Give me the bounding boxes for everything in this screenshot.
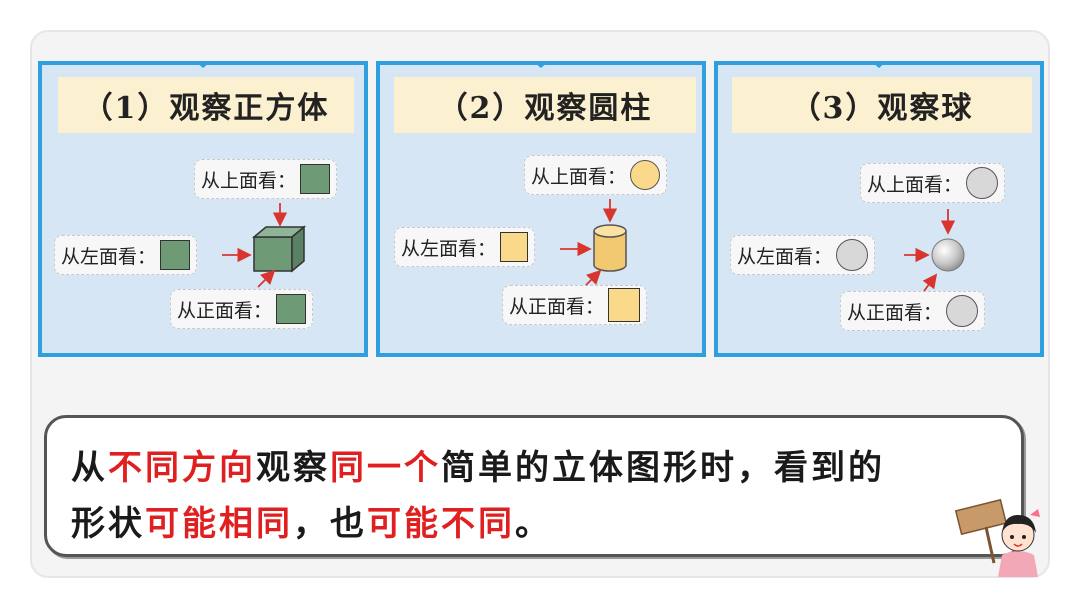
summary-text: 观察 xyxy=(256,448,330,488)
panel-cube: （1）观察正方体 从上面看： 从左面看： 从正面看： xyxy=(38,61,368,357)
view-from-top: 从上面看： xyxy=(194,159,338,199)
view-from-top: 从上面看： xyxy=(860,163,1006,203)
cylinder-diagram xyxy=(560,199,627,286)
cube-diagram xyxy=(222,203,307,288)
view-label: 从正面看： xyxy=(177,299,273,322)
view-from-top: 从上面看： xyxy=(524,155,668,195)
sphere-icon xyxy=(931,238,965,272)
arrow-from-front xyxy=(257,269,276,288)
summary-text: 形状 xyxy=(71,504,145,544)
circle-view-icon xyxy=(946,295,979,327)
rectangle-view-icon xyxy=(608,288,641,322)
panel-title: （2）观察圆柱 xyxy=(394,77,696,133)
circle-view-icon xyxy=(836,239,869,271)
highlight-text: 可能相同 xyxy=(145,504,293,544)
highlight-text: 可能不同 xyxy=(367,504,515,544)
sphere-diagram xyxy=(904,209,965,292)
square-view-icon xyxy=(300,164,331,194)
arrow-from-front xyxy=(922,273,938,292)
circle-view-icon xyxy=(966,167,999,199)
summary-line-1: 从不同方向观察同一个简单的立体图形时，看到的 xyxy=(71,440,885,489)
square-view-icon xyxy=(160,240,191,270)
view-from-front: 从正面看： xyxy=(170,289,314,329)
view-from-left: 从左面看： xyxy=(54,235,198,275)
girl-mascot-icon xyxy=(954,498,1040,577)
view-label: 从上面看： xyxy=(201,169,297,192)
summary-text: 简单的立体图形时，看到的 xyxy=(441,448,885,488)
panel-notch xyxy=(195,61,211,68)
cube-icon xyxy=(251,225,307,273)
highlight-text: 不同方向 xyxy=(108,448,256,488)
summary-text: ，也 xyxy=(293,504,367,544)
panel-sphere: （3）观察球 从上面看： 从左面看： 从正面看： xyxy=(714,61,1044,357)
highlight-text: 同一个 xyxy=(330,448,441,488)
view-from-front: 从正面看： xyxy=(840,291,986,331)
panel-notch xyxy=(533,61,549,68)
view-label: 从左面看： xyxy=(61,245,157,268)
view-label: 从上面看： xyxy=(531,165,627,188)
square-view-icon xyxy=(276,294,307,324)
cylinder-icon xyxy=(593,224,627,272)
view-from-front: 从正面看： xyxy=(502,285,648,325)
view-label: 从左面看： xyxy=(401,237,497,260)
view-label: 从左面看： xyxy=(737,245,833,268)
view-from-left: 从左面看： xyxy=(730,235,876,275)
view-label: 从正面看： xyxy=(847,301,943,324)
arrow-from-front xyxy=(585,269,602,286)
panel-cylinder: （2）观察圆柱 从上面看： 从左面看： 从正面看： xyxy=(376,61,706,357)
view-from-left: 从左面看： xyxy=(394,227,536,267)
summary-text: 。 xyxy=(515,504,552,544)
view-label: 从上面看： xyxy=(867,173,963,196)
summary-text: 从 xyxy=(71,448,108,488)
panel-title: （1）观察正方体 xyxy=(58,77,354,133)
summary-line-2: 形状可能相同，也可能不同。 xyxy=(71,496,552,545)
panel-notch xyxy=(871,61,887,68)
rectangle-view-icon xyxy=(500,232,529,262)
circle-view-icon xyxy=(630,160,661,190)
summary-box: 从不同方向观察同一个简单的立体图形时，看到的 形状可能相同，也可能不同。 xyxy=(44,415,1024,557)
panel-title: （3）观察球 xyxy=(732,77,1032,133)
view-label: 从正面看： xyxy=(509,295,605,318)
